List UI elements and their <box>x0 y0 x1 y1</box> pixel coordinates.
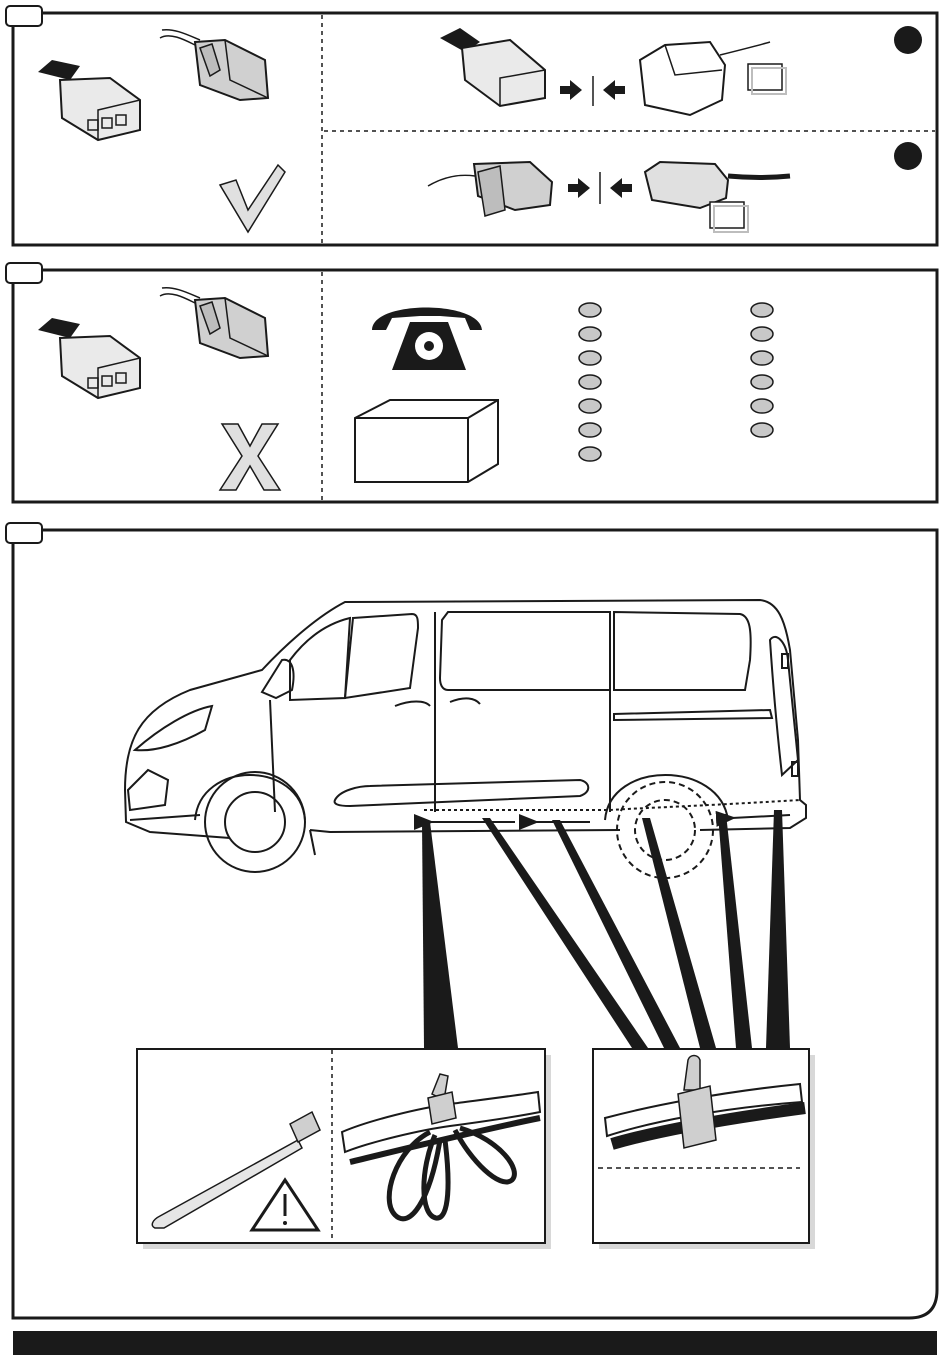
cable-route <box>424 800 800 810</box>
detail-cable-tie <box>137 1049 551 1249</box>
arrow-left-icon <box>610 178 632 198</box>
code-oval <box>751 303 773 317</box>
female-connector <box>38 60 140 140</box>
panel-cable-routing <box>6 523 937 1318</box>
panel-connector-check-ok <box>6 6 937 245</box>
code-oval <box>579 447 601 461</box>
code-oval <box>579 303 601 317</box>
female-connector <box>38 318 140 398</box>
male-connector <box>160 288 268 358</box>
code-oval <box>751 327 773 341</box>
code-oval <box>579 399 601 413</box>
code-oval <box>751 351 773 365</box>
code-oval <box>751 399 773 413</box>
arrow-right-icon <box>568 178 590 198</box>
option-b-connect <box>428 142 922 232</box>
option-dot <box>894 142 922 170</box>
code-oval <box>579 375 601 389</box>
step-label-box <box>6 523 42 543</box>
option-a-connect <box>440 26 922 115</box>
box-icon <box>355 400 498 482</box>
code-column-2 <box>751 303 773 437</box>
detail-flat-tie <box>593 1049 815 1249</box>
male-connector <box>160 30 268 100</box>
code-oval <box>579 423 601 437</box>
cross-icon <box>220 424 280 490</box>
option-dot <box>894 26 922 54</box>
footer-bar <box>13 1331 937 1355</box>
code-oval <box>579 327 601 341</box>
step-label-box <box>6 263 42 283</box>
code-oval <box>751 375 773 389</box>
check-icon <box>220 165 285 232</box>
phone-icon <box>372 308 482 371</box>
step-label-box <box>6 6 42 26</box>
panel-connector-check-fail <box>6 263 937 502</box>
code-oval <box>751 423 773 437</box>
arrow-left-icon <box>603 80 625 100</box>
code-oval <box>579 351 601 365</box>
van-side-view <box>125 600 806 878</box>
arrow-right-icon <box>560 80 582 100</box>
code-column-1 <box>579 303 601 461</box>
callout-wedges <box>422 810 790 1048</box>
